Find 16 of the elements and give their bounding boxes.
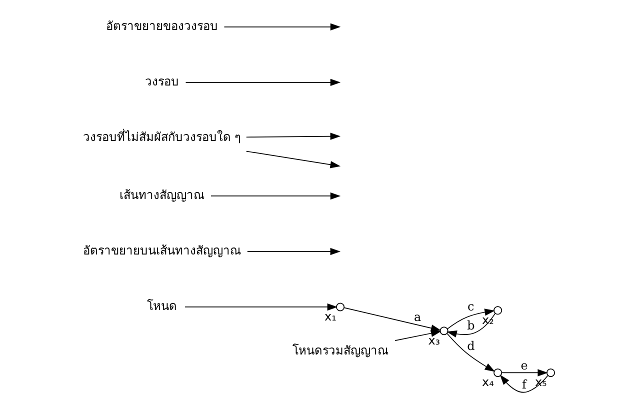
node-text: อัตราขยายของวงรอบ: [105, 19, 218, 34]
node-text: วงรอบที่ไม่สัมผัสกับวงรอบใด ๆ: [82, 130, 240, 144]
node-text: วงรอบ: [144, 74, 178, 89]
edge-label: a: [413, 310, 421, 324]
node-label: x₃: [428, 333, 440, 348]
edge-label: d: [466, 338, 474, 353]
node-text: โหนด: [146, 299, 176, 314]
node-text: เส้นทางสัญญาณ: [118, 188, 204, 202]
edge-label: b: [466, 318, 474, 332]
node-text: อัตราขยายบนเส้นทางสัญญาณ: [82, 244, 240, 258]
node-label: x₄: [482, 375, 494, 390]
edge-label: f: [522, 377, 526, 392]
node-label: x₁: [324, 309, 336, 324]
node-text: โหนดรวมสัญญาณ: [292, 344, 388, 358]
edge-label: e: [520, 358, 528, 372]
edge-label: c: [467, 300, 474, 314]
